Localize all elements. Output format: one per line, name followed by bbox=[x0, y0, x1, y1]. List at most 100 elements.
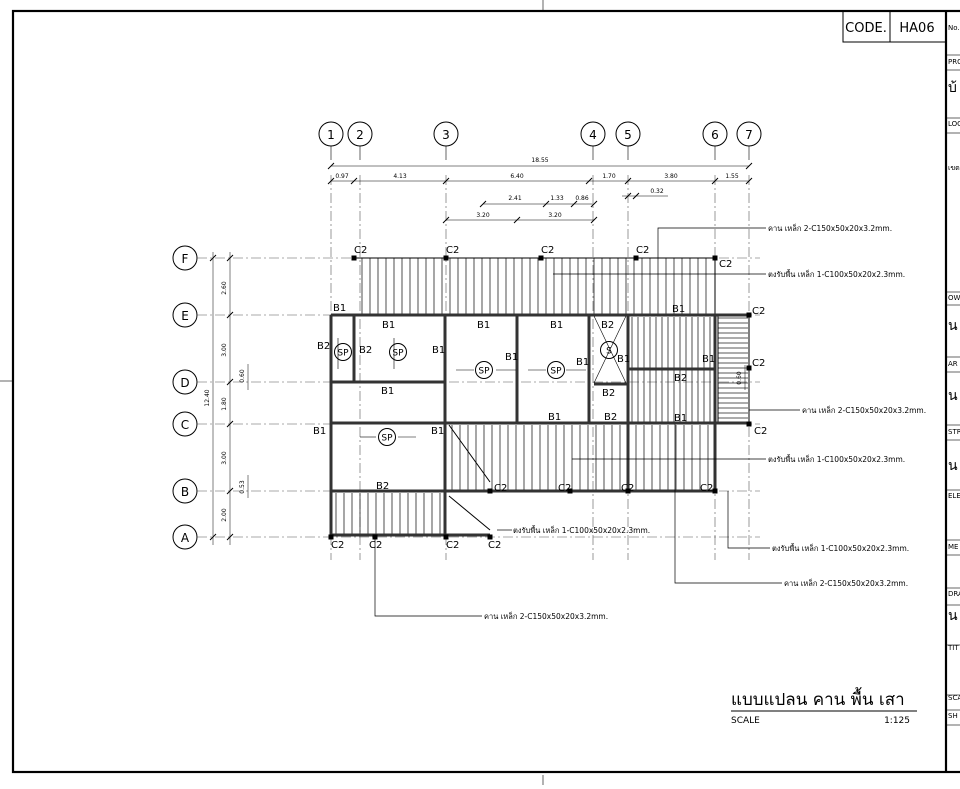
dim-tick bbox=[226, 533, 234, 541]
floor-joists bbox=[335, 257, 750, 535]
title-block-rows: No.PROบ้LOCเขตOWนARนSTRนELEMEDRAนTITSCAS… bbox=[946, 24, 960, 726]
dim-upper: 0.86 bbox=[575, 195, 589, 202]
dim-tick bbox=[570, 200, 578, 208]
slab-tag-circle bbox=[600, 341, 618, 359]
dim-tick bbox=[442, 216, 450, 224]
note-leader bbox=[657, 227, 766, 258]
dim-tick bbox=[327, 177, 335, 185]
column-label: C2 bbox=[621, 483, 634, 494]
member-note: ตงรับพื้น เหล็ก 1-C100x50x20x2.3mm. bbox=[772, 543, 909, 553]
grid-label-A: A bbox=[181, 531, 190, 545]
grid-label-F: F bbox=[182, 252, 189, 266]
beam-label: B2 bbox=[601, 320, 614, 331]
dim-left: 0.53 bbox=[239, 480, 246, 494]
dim-tick bbox=[632, 192, 640, 200]
beam-label: B1 bbox=[313, 426, 326, 437]
title-block-label: STR bbox=[948, 428, 960, 436]
column-marker bbox=[625, 488, 631, 494]
title-block-label: ME bbox=[948, 543, 958, 551]
dim-tick bbox=[585, 177, 593, 185]
member-note: คาน เหล็ก 2-C150x50x20x3.2mm. bbox=[768, 223, 892, 233]
column-label: C2 bbox=[494, 483, 507, 494]
dim-tick bbox=[745, 177, 753, 185]
beam-label: B1 bbox=[550, 320, 563, 331]
column-marker bbox=[712, 488, 718, 494]
beam-label: B1 bbox=[431, 426, 444, 437]
grid-label-D: D bbox=[180, 376, 189, 390]
beam-label: B1 bbox=[672, 304, 685, 315]
beam-label: B1 bbox=[576, 357, 589, 368]
beam-label: B2 bbox=[376, 481, 389, 492]
dim-tick bbox=[745, 162, 753, 170]
code-label: CODE. bbox=[845, 21, 887, 36]
note-leader bbox=[674, 424, 782, 584]
steel-beams bbox=[329, 313, 748, 537]
dim-tick bbox=[209, 254, 217, 262]
code-box bbox=[842, 10, 947, 43]
dim-left: 1.80 bbox=[221, 397, 228, 411]
dim-tick bbox=[226, 254, 234, 262]
beam-label: B1 bbox=[382, 320, 395, 331]
beam-label: B1 bbox=[505, 352, 518, 363]
dim-upper: 3.20 bbox=[548, 212, 562, 219]
grid-label-C: C bbox=[181, 418, 189, 432]
member-note: ตงรับพื้น เหล็ก 1-C100x50x20x2.3mm. bbox=[768, 454, 905, 464]
dim-tick bbox=[226, 487, 234, 495]
grid-label-1: 1 bbox=[327, 128, 335, 142]
column-label: C2 bbox=[700, 483, 713, 494]
slab-tag-circle bbox=[475, 361, 493, 379]
grid-label-B: B bbox=[181, 485, 189, 499]
beam-label: B1 bbox=[333, 303, 346, 314]
dim-upper: 1.33 bbox=[550, 195, 564, 202]
title-block-label: น bbox=[948, 388, 958, 404]
column-label: C2 bbox=[754, 426, 767, 437]
dim-tick bbox=[442, 177, 450, 185]
grid-label-3: 3 bbox=[442, 128, 450, 142]
column-marker bbox=[633, 255, 639, 261]
drawing-title: แบบแปลน คาน พื้น เสา bbox=[731, 687, 905, 710]
column-marker bbox=[712, 255, 718, 261]
beam-label: B1 bbox=[477, 320, 490, 331]
column-marker bbox=[487, 488, 493, 494]
member-note: ตงรับพื้น เหล็ก 1-C100x50x20x2.3mm. bbox=[768, 269, 905, 279]
dim-left: 0.60 bbox=[239, 369, 246, 383]
slab-tag: S bbox=[606, 347, 612, 357]
dim-tick bbox=[590, 216, 598, 224]
title-block-label: น bbox=[948, 608, 958, 624]
beam-label: B2 bbox=[602, 388, 615, 399]
title-block-label: SH bbox=[948, 712, 958, 720]
column-marker bbox=[567, 488, 573, 494]
beam-label: B2 bbox=[359, 345, 372, 356]
dim-segment: 6.40 bbox=[510, 173, 524, 180]
beam-label: B2 bbox=[604, 412, 617, 423]
dim-tick bbox=[624, 192, 632, 200]
beam-label: B2 bbox=[317, 341, 330, 352]
slab-tag: SP bbox=[337, 349, 349, 359]
dim-overall: 18.55 bbox=[531, 157, 548, 164]
column-marker bbox=[328, 534, 334, 540]
dim-left: 3.00 bbox=[221, 451, 228, 465]
grid-label-2: 2 bbox=[356, 128, 364, 142]
column-label: C2 bbox=[558, 483, 571, 494]
slab-tag: SP bbox=[550, 367, 562, 377]
dim-left: 3.00 bbox=[221, 343, 228, 357]
title-block-label: เขต bbox=[948, 164, 960, 172]
dim-segment: 1.70 bbox=[602, 173, 616, 180]
dim-segment: 0.97 bbox=[335, 173, 349, 180]
title-block-label: LOC bbox=[948, 120, 960, 128]
title-block-label: PRO bbox=[948, 58, 960, 66]
column-marker bbox=[443, 255, 449, 261]
column-label: C2 bbox=[752, 306, 765, 317]
column-marker bbox=[351, 255, 357, 261]
slab-tag-circle bbox=[389, 343, 407, 361]
column-marker bbox=[487, 534, 493, 540]
dim-tick bbox=[226, 420, 234, 428]
title-block-label: บ้ bbox=[948, 80, 957, 96]
